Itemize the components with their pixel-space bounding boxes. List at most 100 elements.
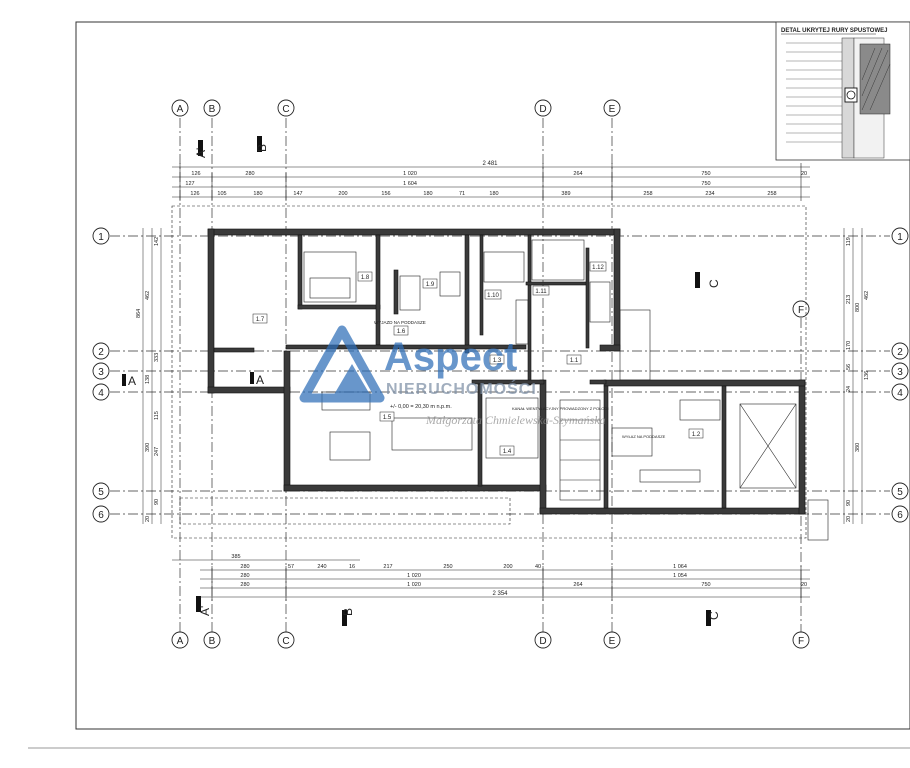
- right-dim-2: 213: [846, 295, 852, 304]
- bottom-dim-r1-1: 280: [240, 564, 249, 570]
- bottom-dim-r2-3: 1 054: [673, 573, 687, 579]
- watermark-subtitle: NIERUCHOMOŚCI: [386, 379, 537, 398]
- axis-label-e-top: E: [609, 104, 616, 115]
- top-dim-r3-10: 389: [561, 191, 570, 197]
- bottom-dim-r1-7: 200: [503, 564, 512, 570]
- right-dim-11: 20: [846, 516, 852, 522]
- axis-label-1-right: 1: [897, 232, 903, 243]
- room-label-1-9: 1.9: [426, 282, 435, 288]
- bottom-dim-r3-3: 264: [573, 582, 582, 588]
- axis-label-c-bottom: C: [282, 636, 289, 647]
- axis-label-4-right: 4: [897, 388, 903, 399]
- right-dim-9: 380: [855, 443, 861, 452]
- exterior-walls: [207, 228, 806, 515]
- bottom-dim-r2-2: 1 020: [407, 573, 421, 579]
- row-bubbles-right: 1 2 3 4 5 6: [891, 227, 909, 523]
- bottom-dim-r0-1: 385: [231, 554, 240, 560]
- room-label-1-11: 1.11: [535, 289, 547, 295]
- axis-label-f-top: F: [798, 305, 804, 316]
- sheet-frame: [75, 21, 910, 730]
- watermark-signature: Małgorzata Chmielewska-Szymańska: [425, 413, 606, 427]
- axis-label-b-bottom: B: [209, 636, 216, 647]
- aspect-logo-icon: [299, 325, 385, 403]
- bottom-dimension-chains: 385 280 57 240 16 217 250 200 40 1 064 2…: [172, 554, 810, 601]
- top-dim-r2-1: 127: [185, 181, 194, 187]
- section-c-bottom: C: [707, 611, 721, 620]
- axis-label-e-bottom: E: [609, 636, 616, 647]
- room-labels: 1.1 1.2 1.3 1.4 1.5 1.6 1.7 1.8 1.9 1.10…: [252, 261, 704, 456]
- right-dimension-chains: 119 213 462 800 170 56 136 24 380 90 20: [843, 228, 870, 524]
- top-dim-r1-4: 20: [801, 171, 807, 177]
- right-dim-5: 170: [846, 341, 852, 350]
- bottom-dim-r1-6: 250: [443, 564, 452, 570]
- top-dim-total: 2 481: [482, 161, 498, 167]
- plan-notes: +/- 0,00 = 20,30 m n.p.m. WYJAZD NA PODD…: [374, 320, 666, 439]
- top-dim-r1-3: 750: [701, 171, 710, 177]
- top-dim-r3-7: 180: [423, 191, 432, 197]
- left-dim-1: 142: [154, 237, 160, 246]
- left-dim-2: 462: [145, 291, 151, 300]
- detail-box: DETAL UKRYTEJ RURY SPUSTOWEJ: [775, 21, 910, 161]
- axis-label-5-left: 5: [98, 487, 104, 498]
- axis-label-4-left: 4: [98, 388, 104, 399]
- top-dim-r3-8: 71: [459, 191, 465, 197]
- top-dim-first-1: 126: [191, 171, 200, 177]
- top-dim-r1-1: 1 020: [403, 171, 417, 177]
- axis-label-a-bottom: A: [177, 636, 184, 647]
- room-label-1-2: 1.2: [692, 432, 701, 438]
- top-dim-r2-3: 750: [701, 181, 710, 187]
- bottom-dim-r1-4: 16: [349, 564, 355, 570]
- bottom-dim-r1-5: 217: [383, 564, 392, 570]
- bottom-dim-r3-5: 20: [801, 582, 807, 588]
- wyjazd-note: WYJAZD NA PODDASZE: [374, 320, 426, 325]
- left-dim-7: 390: [145, 443, 151, 452]
- room-label-1-8: 1.8: [361, 275, 370, 281]
- top-dim-r3-6: 156: [381, 191, 390, 197]
- section-a-prime-top: A': [194, 148, 208, 158]
- section-a-prime-bottom: A': [198, 606, 212, 616]
- axis-label-a-top: A: [177, 104, 184, 115]
- right-dim-10: 90: [846, 500, 852, 506]
- bottom-dim-r1-9: 1 064: [673, 564, 687, 570]
- vent-note: KANAŁ WENTYLACYJNY PROWADZONY Z POŁOGI: [512, 406, 609, 411]
- axis-label-1-left: 1: [98, 232, 104, 243]
- axis-label-d-bottom: D: [539, 636, 546, 647]
- section-b-bottom: B: [341, 608, 355, 616]
- column-bubbles-bottom: A B C D E F: [171, 631, 810, 649]
- top-dim-r2-2: 1 604: [403, 181, 417, 187]
- bottom-dim-r3-1: 280: [240, 582, 249, 588]
- room-label-1-6: 1.6: [397, 329, 406, 335]
- section-c-right: C: [707, 279, 721, 288]
- room-label-1-12: 1.12: [592, 265, 604, 271]
- bottom-dim-r1-3: 240: [317, 564, 326, 570]
- detail-title: DETAL UKRYTEJ RURY SPUSTOWEJ: [781, 28, 887, 34]
- room-label-1-3: 1.3: [493, 358, 502, 364]
- room-label-1-4: 1.4: [503, 449, 512, 455]
- axis-label-3-right: 3: [897, 367, 903, 378]
- top-dim-r3-1: 126: [190, 191, 199, 197]
- right-dim-1: 119: [846, 237, 852, 246]
- left-dim-9: 90: [154, 499, 160, 505]
- right-dim-6: 56: [846, 364, 852, 370]
- axis-label-f-bottom: F: [798, 636, 804, 647]
- bottom-dim-total: 2 354: [492, 591, 508, 597]
- top-dimension-chains: 2 481 1 020 264 750 20 127 1 604 750 126…: [172, 161, 810, 201]
- right-dim-3: 462: [864, 291, 870, 300]
- top-dim-r3-4: 147: [293, 191, 302, 197]
- level-note: +/- 0,00 = 20,30 m n.p.m.: [390, 404, 452, 410]
- row-bubbles-left: 1 2 3 4 5 6: [92, 227, 110, 523]
- top-dim-first-2: 280: [245, 171, 254, 177]
- top-dim-r3-9: 180: [489, 191, 498, 197]
- axis-label-5-right: 5: [897, 487, 903, 498]
- aspect-watermark: Aspect NIERUCHOMOŚCI Małgorzata Chmielew…: [299, 325, 606, 427]
- axis-label-2-right: 2: [897, 347, 903, 358]
- axis-label-2-left: 2: [98, 347, 104, 358]
- bottom-dim-r2-1: 280: [240, 573, 249, 579]
- wylaz-note: WYŁAZ NA PODDASZE: [622, 434, 666, 439]
- top-dim-r3-3: 180: [253, 191, 262, 197]
- axis-label-b-top: B: [209, 104, 216, 115]
- top-dim-r3-5: 200: [338, 191, 347, 197]
- section-markers: A' B C A' B C A A: [122, 136, 721, 626]
- interior-details: [171, 205, 829, 541]
